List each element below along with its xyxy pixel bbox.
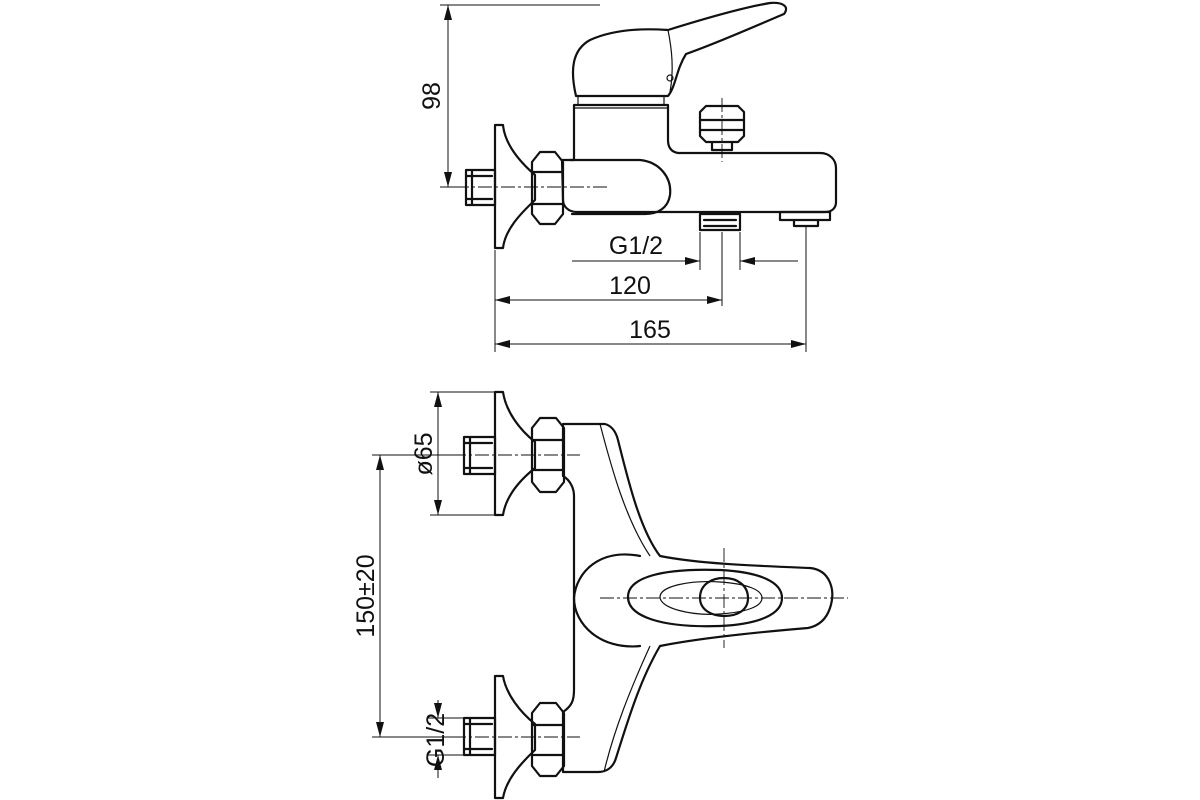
dim-arrow-outlet-right xyxy=(740,257,755,265)
dim-arrow-depth-left xyxy=(495,340,510,348)
dim-arrow-center-bottom xyxy=(376,722,384,737)
dim-label-inlet-thread: G1/2 xyxy=(422,713,450,767)
dim-arrow-center-top xyxy=(376,455,384,470)
dim-arrow-outlet-left xyxy=(685,257,700,265)
dim-label-overall-depth: 165 xyxy=(629,316,671,344)
dim-arrow-height-top xyxy=(444,5,452,20)
side-diverter-knob xyxy=(698,104,746,152)
side-body-neck xyxy=(574,95,668,109)
dim-arrow-flange-top xyxy=(434,392,442,407)
side-wall-flange xyxy=(493,123,537,250)
dim-label-height: 98 xyxy=(418,82,446,110)
side-shower-outlet xyxy=(698,212,742,232)
side-lever-handle xyxy=(571,1,788,98)
dim-arrow-flange-bottom xyxy=(434,500,442,515)
side-inlet-nipple xyxy=(464,168,497,207)
dim-arrow-inlet-top xyxy=(434,703,442,718)
front-body-edge xyxy=(599,423,651,773)
side-lever-screw xyxy=(666,74,674,82)
front-view: ø65 150±20 G1/2 xyxy=(352,390,848,800)
dim-arrow-height-bottom xyxy=(444,172,452,187)
side-body-cutout xyxy=(568,158,672,216)
dim-label-spout-distance: 120 xyxy=(609,272,651,300)
front-bottom-flange xyxy=(493,674,537,800)
front-top-hex-nut xyxy=(530,416,566,494)
side-extension-lines xyxy=(440,4,807,352)
side-view: 98 G1/2 120 165 xyxy=(418,1,838,352)
front-top-inlet-nipple xyxy=(462,435,497,476)
front-bottom-inlet-nipple xyxy=(462,716,497,757)
dim-arrow-depth-right xyxy=(791,340,806,348)
front-lever-disc xyxy=(572,553,642,648)
side-spout-aerator xyxy=(778,210,832,228)
front-top-flange xyxy=(493,390,537,517)
side-lever-ridge xyxy=(667,29,673,93)
front-mixer-body xyxy=(561,422,834,774)
dim-label-center-distance: 150±20 xyxy=(352,554,380,637)
side-hex-nut xyxy=(530,150,565,226)
dim-arrow-spout-left xyxy=(495,296,510,304)
dim-label-flange-diameter: ø65 xyxy=(410,432,438,475)
front-bottom-hex-nut xyxy=(530,701,566,778)
front-extension-lines xyxy=(372,391,495,756)
front-lever-slot xyxy=(626,568,784,628)
dim-arrow-inlet-bottom xyxy=(434,755,442,770)
side-mixer-body xyxy=(560,103,838,214)
dim-label-outlet-thread: G1/2 xyxy=(609,232,663,260)
dim-arrow-spout-right xyxy=(707,296,722,304)
